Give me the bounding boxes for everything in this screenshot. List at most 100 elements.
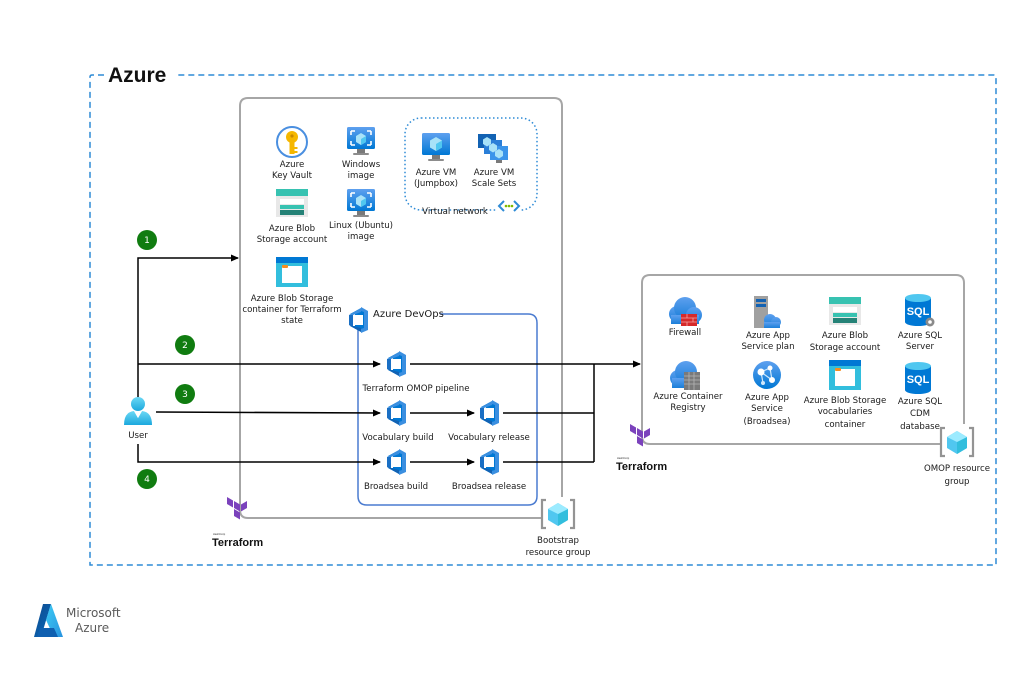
pipeline-label: Vocabulary build: [362, 433, 434, 443]
hashicorp-tagline: HashiCorp: [617, 456, 630, 460]
windows-image-label: image: [348, 171, 375, 181]
step1-arrow: [137, 254, 239, 400]
pipeline-icon: [387, 351, 406, 377]
pipeline-icon: [480, 449, 499, 475]
firewall-label: Firewall: [669, 328, 701, 338]
terraform-state-container-icon: [276, 257, 308, 287]
azure-devops-box: [357, 313, 538, 506]
hashicorp-tagline: HashiCorp: [213, 532, 226, 536]
terraform-logo: [227, 497, 247, 520]
sql-database-icon: [905, 362, 931, 394]
virtual-network-box: [404, 117, 538, 211]
omop-resource-group-icon: [939, 426, 975, 458]
app-service-plan-label: Service plan: [741, 342, 794, 352]
microsoft-azure-logo-icon: [34, 604, 63, 637]
sql-server-label: Server: [906, 342, 935, 352]
step3-arrow-to-vocab-build: [155, 409, 381, 417]
connectors: [137, 254, 641, 466]
windows-image-label: Windows: [342, 160, 381, 170]
azure-boundary: [89, 74, 997, 566]
vocabulary-build-pipeline[interactable]: Vocabulary build: [362, 400, 434, 443]
storage-account-icon: [276, 189, 308, 217]
pipeline-label: Vocabulary release: [448, 433, 530, 443]
virtual-network-label: Virtual network: [422, 207, 488, 217]
broadsea-release-pipeline[interactable]: Broadsea release: [452, 449, 526, 492]
vocabulary-release-pipeline[interactable]: Vocabulary release: [448, 400, 530, 443]
microsoft-azure-logo-text: Microsoft: [66, 606, 121, 620]
vm-jumpbox-icon: [422, 133, 450, 161]
pipeline-label: Broadsea release: [452, 482, 526, 492]
pipeline-label: Terraform OMOP pipeline: [362, 384, 470, 394]
omop-resource-group-box: [641, 274, 965, 445]
virtual-network-icon: [497, 200, 521, 212]
user-icon: [124, 397, 152, 425]
vm-jumpbox-label: (Jumpbox): [414, 179, 458, 189]
vocabularies-container-label: container: [825, 420, 866, 430]
sql-database-label: CDM: [910, 409, 930, 419]
vm-scale-sets-label: Scale Sets: [472, 179, 517, 189]
broadsea-build-pipeline[interactable]: Broadsea build: [364, 449, 428, 492]
windows-image-icon: [346, 126, 376, 156]
app-service-label: Azure App: [745, 393, 789, 403]
sql-server-label: Azure SQL: [898, 331, 942, 341]
firewall-icon: [669, 297, 702, 326]
terraform-label: Terraform: [616, 461, 667, 473]
terraform-label: Terraform: [212, 537, 263, 549]
storage-account-label: Azure Blob: [822, 331, 868, 341]
vm-scale-sets-label: Azure VM: [474, 168, 515, 178]
storage-account-label: Storage account: [257, 235, 328, 245]
app-service-plan-label: Azure App: [746, 331, 790, 341]
key-vault-label: Azure: [280, 160, 304, 170]
linux-image-icon: [346, 188, 376, 218]
key-vault-label: Key Vault: [272, 171, 313, 181]
terraform-omop-pipeline[interactable]: Terraform OMOP pipeline: [362, 351, 470, 394]
step-badge-4: 4: [137, 469, 157, 489]
svg-text:3: 3: [182, 390, 188, 400]
bootstrap-resource-group-label: resource group: [526, 548, 591, 558]
storage-account-label: Storage account: [810, 343, 881, 353]
step-badge-3: 3: [175, 384, 195, 404]
azure-title: Azure: [108, 64, 166, 87]
terraform-state-container-label: Azure Blob Storage: [251, 294, 334, 304]
vm-scale-sets-icon: [478, 134, 508, 163]
omop-resource-group-label: OMOP resource: [924, 464, 990, 474]
sql-server-icon: [905, 294, 935, 327]
container-registry-label: Azure Container: [653, 392, 723, 402]
bootstrap-resource-group-label: Bootstrap: [537, 536, 579, 546]
azure-devops-icon: [349, 307, 368, 333]
vocabularies-container-label: vocabularies: [818, 407, 873, 417]
app-service-label: Service: [751, 404, 783, 414]
terraform-state-container-label: container for Terraform: [242, 305, 341, 315]
vm-jumpbox-label: Azure VM: [416, 168, 457, 178]
bootstrap-resource-group-box: [239, 97, 563, 519]
linux-image-label: image: [348, 232, 375, 242]
step-badge-1: 1: [137, 230, 157, 250]
omop-resource-group-label: group: [945, 477, 970, 487]
pipeline-icon: [387, 400, 406, 426]
vocabularies-container-icon: [829, 360, 861, 390]
app-service-plan-icon: [754, 296, 781, 328]
svg-text:1: 1: [144, 236, 150, 246]
terraform-state-container-label: state: [281, 316, 303, 326]
linux-image-label: Linux (Ubuntu): [329, 221, 393, 231]
microsoft-azure-logo-text: Azure: [75, 621, 109, 635]
storage-account-icon: [829, 297, 861, 325]
sql-database-label: database: [900, 422, 940, 432]
container-registry-icon: [670, 361, 700, 390]
app-service-label: (Broadsea): [744, 417, 791, 427]
app-service-icon: [753, 361, 781, 389]
pipeline-label: Broadsea build: [364, 482, 428, 492]
svg-text:4: 4: [144, 475, 150, 485]
vocabularies-container-label: Azure Blob Storage: [804, 396, 887, 406]
pipeline-icon: [480, 400, 499, 426]
user-label: User: [128, 431, 148, 441]
key-vault-icon: [276, 126, 308, 158]
svg-text:2: 2: [182, 341, 188, 351]
sql-database-label: Azure SQL: [898, 397, 942, 407]
pipeline-icon: [387, 449, 406, 475]
storage-account-label: Azure Blob: [269, 224, 315, 234]
step-badge-2: 2: [175, 335, 195, 355]
bootstrap-resource-group-icon: [540, 498, 576, 530]
step4-arrow-to-broadsea-build: [137, 444, 381, 466]
